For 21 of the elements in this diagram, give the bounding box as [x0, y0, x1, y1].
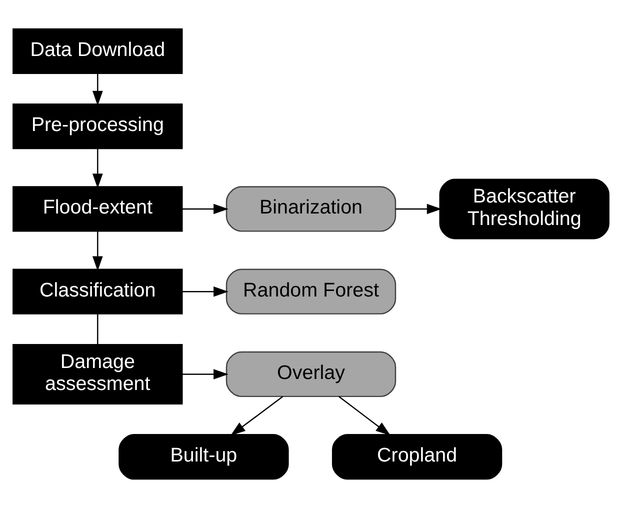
node-box: Cropland	[332, 434, 502, 480]
arrow	[338, 396, 390, 436]
arrow	[182, 368, 228, 379]
arrow	[230, 396, 284, 436]
connector	[97, 313, 98, 344]
arrow	[182, 286, 228, 296]
node-box: Damage assessment	[12, 344, 183, 404]
node-box: Data Download	[12, 28, 183, 74]
node-box: Binarization	[226, 186, 396, 232]
node-box: Backscatter Thresholding	[439, 178, 610, 239]
arrow	[182, 203, 228, 214]
node-box: Flood-extent	[12, 186, 183, 232]
node-box: Random Forest	[226, 268, 396, 314]
arrow	[396, 203, 442, 214]
arrow	[92, 230, 103, 271]
node-box: Overlay	[226, 350, 396, 397]
node-box: Classification	[12, 268, 183, 314]
node-box: Built-up	[118, 434, 289, 480]
node-box: Pre-processing	[12, 103, 183, 149]
arrow	[92, 72, 103, 106]
arrow	[92, 148, 103, 188]
